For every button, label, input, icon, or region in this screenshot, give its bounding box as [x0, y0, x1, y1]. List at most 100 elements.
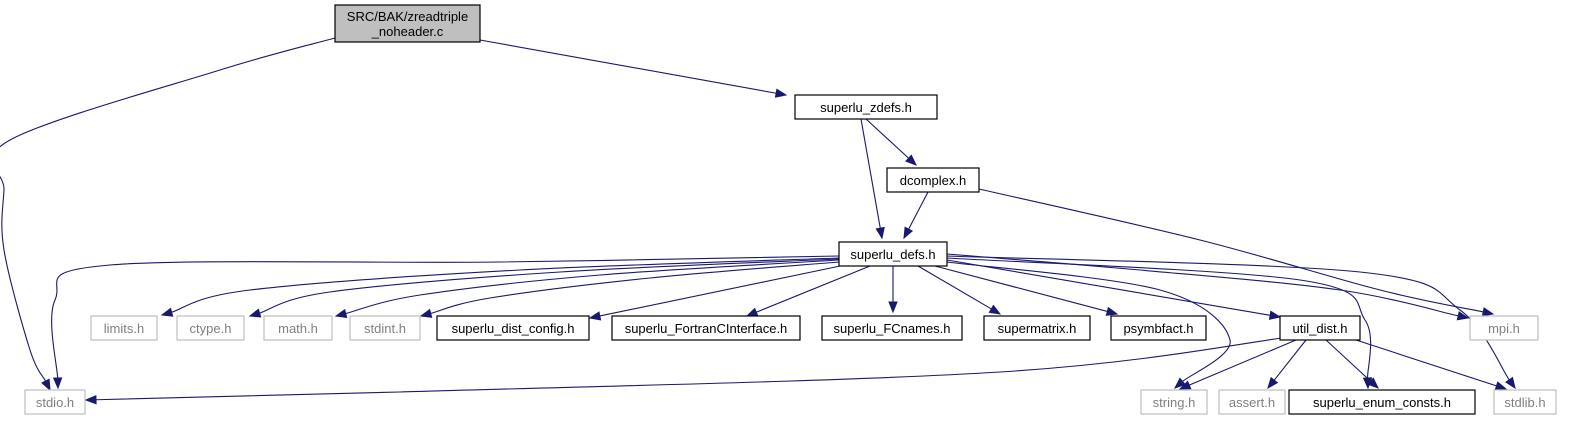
node-label: supermatrix.h — [998, 321, 1077, 336]
node-box — [1493, 389, 1557, 415]
node-box — [436, 315, 590, 341]
arrowhead — [1267, 376, 1279, 390]
node-box — [821, 315, 963, 341]
edge-defs-to-string — [946, 261, 1231, 389]
node-label: mpi.h — [1488, 321, 1520, 336]
arrowhead — [334, 308, 348, 319]
node-box — [1469, 315, 1539, 341]
node-defs[interactable]: superlu_defs.h — [838, 241, 948, 267]
arrowhead — [1268, 310, 1282, 320]
nodes-layer: SRC/BAK/zreadtriple_noheader.c superlu_zd… — [24, 4, 1557, 415]
edge-zdefs-to-defs — [860, 118, 885, 240]
node-box — [886, 167, 980, 193]
edge-defs-to-limits — [160, 257, 840, 317]
node-stdio: stdio.h — [24, 389, 86, 415]
edge-zdefs-to-dcomplex — [865, 118, 917, 166]
node-enum[interactable]: superlu_enum_consts.h — [1288, 389, 1476, 415]
node-util[interactable]: util_dist.h — [1279, 315, 1361, 341]
node-config[interactable]: superlu_dist_config.h — [436, 315, 590, 341]
arrowhead — [1456, 311, 1470, 321]
node-box — [838, 241, 948, 267]
node-zdefs[interactable]: superlu_zdefs.h — [794, 94, 938, 120]
node-label: superlu_FortranCInterface.h — [625, 321, 788, 336]
edge-defs-to-math — [334, 259, 840, 319]
edge-util-to-stdlib — [1355, 339, 1508, 391]
node-fortran[interactable]: superlu_FortranCInterface.h — [611, 315, 801, 341]
arrowhead — [248, 308, 262, 318]
edge-util-to-stdio — [84, 335, 1297, 405]
node-box — [349, 315, 421, 341]
node-stdint: stdint.h — [349, 315, 421, 341]
edge-dcomplex-to-mpi — [978, 188, 1495, 317]
node-box — [1140, 389, 1208, 415]
edge-util-to-enum — [1325, 339, 1379, 389]
arrowhead — [1105, 306, 1119, 316]
node-fcnames[interactable]: superlu_FCnames.h — [821, 315, 963, 341]
arrowhead — [1173, 377, 1187, 389]
edge-util-to-string — [1178, 339, 1297, 390]
node-label: stdlib.h — [1504, 395, 1545, 410]
node-label: util_dist.h — [1293, 321, 1348, 336]
node-label: limits.h — [104, 321, 144, 336]
node-label: SRC/BAK/zreadtriple — [347, 9, 468, 24]
arrowhead — [1494, 381, 1508, 391]
node-supermatrix[interactable]: supermatrix.h — [983, 315, 1091, 341]
node-dcomplex[interactable]: dcomplex.h — [886, 167, 980, 193]
node-box — [90, 315, 158, 341]
arrowhead — [774, 88, 788, 98]
edge-defs-to-fortran — [745, 265, 871, 317]
node-stdlib: stdlib.h — [1493, 389, 1557, 415]
node-root: SRC/BAK/zreadtriple_noheader.c — [334, 4, 481, 43]
edge-dcomplex-to-defs — [903, 191, 929, 240]
arrowhead — [41, 378, 51, 392]
node-box — [1279, 315, 1361, 341]
edge-defs-to-util — [946, 259, 1282, 320]
arrowhead — [419, 308, 433, 318]
node-box — [611, 315, 801, 341]
node-label: math.h — [278, 321, 318, 336]
node-label: stdio.h — [36, 395, 74, 410]
node-label: stdint.h — [364, 321, 406, 336]
node-label: superlu_zdefs.h — [820, 100, 912, 115]
arrowhead — [875, 226, 885, 240]
node-box — [1110, 315, 1207, 341]
arrowhead — [1505, 376, 1516, 390]
edge-root-to-zdefs — [479, 39, 788, 98]
node-math: math.h — [263, 315, 333, 341]
node-label: psymbfact.h — [1123, 321, 1193, 336]
node-label: superlu_enum_consts.h — [1313, 395, 1451, 410]
node-label: assert.h — [1229, 395, 1275, 410]
arrowhead — [903, 226, 914, 240]
arrowhead — [588, 311, 602, 321]
node-box — [983, 315, 1091, 341]
arrowhead — [905, 154, 917, 166]
edges-layer — [0, 37, 1516, 405]
node-ctype: ctype.h — [176, 315, 245, 341]
node-string: string.h — [1140, 389, 1208, 415]
node-psymbfact[interactable]: psymbfact.h — [1110, 315, 1207, 341]
node-label: _noheader.c — [371, 24, 444, 39]
node-box — [176, 315, 245, 341]
edge-defs-to-mpi — [946, 253, 1470, 321]
arrowhead — [1367, 377, 1379, 389]
node-box — [263, 315, 333, 341]
node-box — [1218, 389, 1286, 415]
node-box — [24, 389, 86, 415]
edge-util-to-assert — [1267, 339, 1307, 390]
node-box — [794, 94, 938, 120]
arrowhead — [745, 307, 759, 317]
node-label: superlu_dist_config.h — [452, 321, 575, 336]
edge-defs-to-config — [588, 264, 846, 321]
arrowhead — [84, 394, 97, 405]
node-assert: assert.h — [1218, 389, 1286, 415]
edge-defs-to-fcnames — [888, 266, 898, 314]
edge-root-to-stdio — [0, 37, 336, 392]
arrowhead — [988, 304, 1002, 315]
node-box — [334, 4, 481, 43]
node-label: dcomplex.h — [900, 173, 966, 188]
node-label: superlu_defs.h — [850, 247, 935, 262]
arrowhead — [1178, 380, 1192, 390]
arrowhead — [1481, 307, 1495, 317]
arrowhead — [160, 307, 174, 317]
